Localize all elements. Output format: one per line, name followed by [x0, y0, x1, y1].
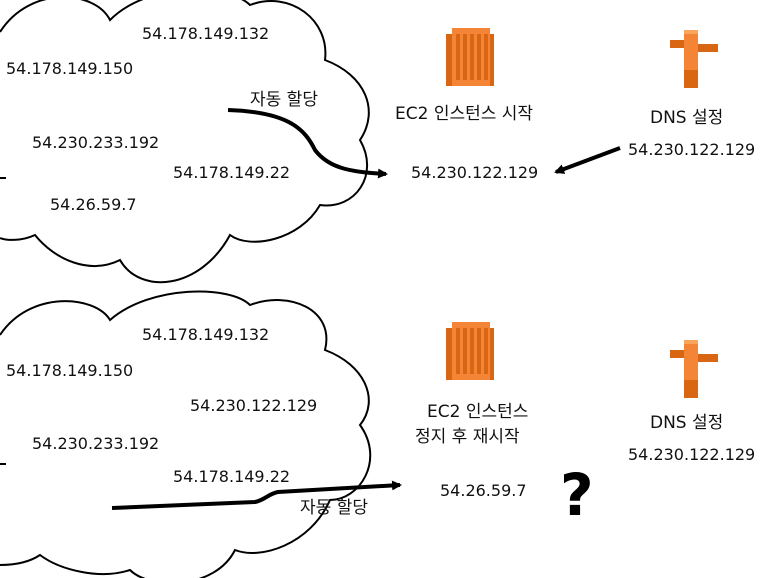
- dns-ip-bottom: 54.230.122.129: [628, 445, 755, 464]
- pool-ip-top-5: 54.26.59.7: [50, 195, 137, 214]
- pool-ip-top-4: 54.178.149.22: [173, 163, 290, 182]
- ec2-stop-restart-label-line1: EC2 인스턴스: [427, 402, 528, 422]
- pool-ip-bottom-4: 54.230.233.192: [32, 434, 159, 453]
- ec2-start-label: EC2 인스턴스 시작: [395, 104, 533, 124]
- pool-ip-top-1: 54.178.149.132: [142, 24, 269, 43]
- auto-assign-label-top: 자동 할당: [250, 90, 318, 110]
- pool-ip-top-2: 54.178.149.150: [6, 59, 133, 78]
- ec2-stop-restart-label-line2: 정지 후 재시작: [415, 427, 520, 447]
- ip-pool-cloud-top: [0, 0, 370, 284]
- pool-ip-bottom-3: 54.230.122.129: [190, 396, 317, 415]
- route53-signpost-icon: [670, 30, 718, 88]
- dns-label-top: DNS 설정: [650, 108, 723, 128]
- assigned-ip-bottom: 54.26.59.7: [440, 481, 527, 500]
- question-mark: ?: [560, 461, 594, 529]
- ec2-instance-icon: [446, 28, 494, 86]
- dns-label-bottom: DNS 설정: [650, 413, 723, 433]
- dns-ip-top: 54.230.122.129: [628, 140, 755, 159]
- pool-ip-bottom-1: 54.178.149.132: [142, 325, 269, 344]
- ip-pool-cloud-bottom: [0, 290, 372, 578]
- pool-ip-top-3: 54.230.233.192: [32, 133, 159, 152]
- assigned-ip-top: 54.230.122.129: [411, 163, 538, 182]
- auto-assign-arrow-top: [227, 108, 388, 179]
- route53-signpost-icon: [670, 340, 718, 398]
- auto-assign-label-bottom: 자동 할당: [300, 498, 368, 518]
- ec2-instance-icon: [446, 322, 494, 380]
- pool-ip-bottom-2: 54.178.149.150: [6, 361, 133, 380]
- dns-arrow-top: [554, 146, 621, 174]
- pool-ip-bottom-5: 54.178.149.22: [173, 467, 290, 486]
- auto-assign-arrow-bottom: [111, 480, 402, 510]
